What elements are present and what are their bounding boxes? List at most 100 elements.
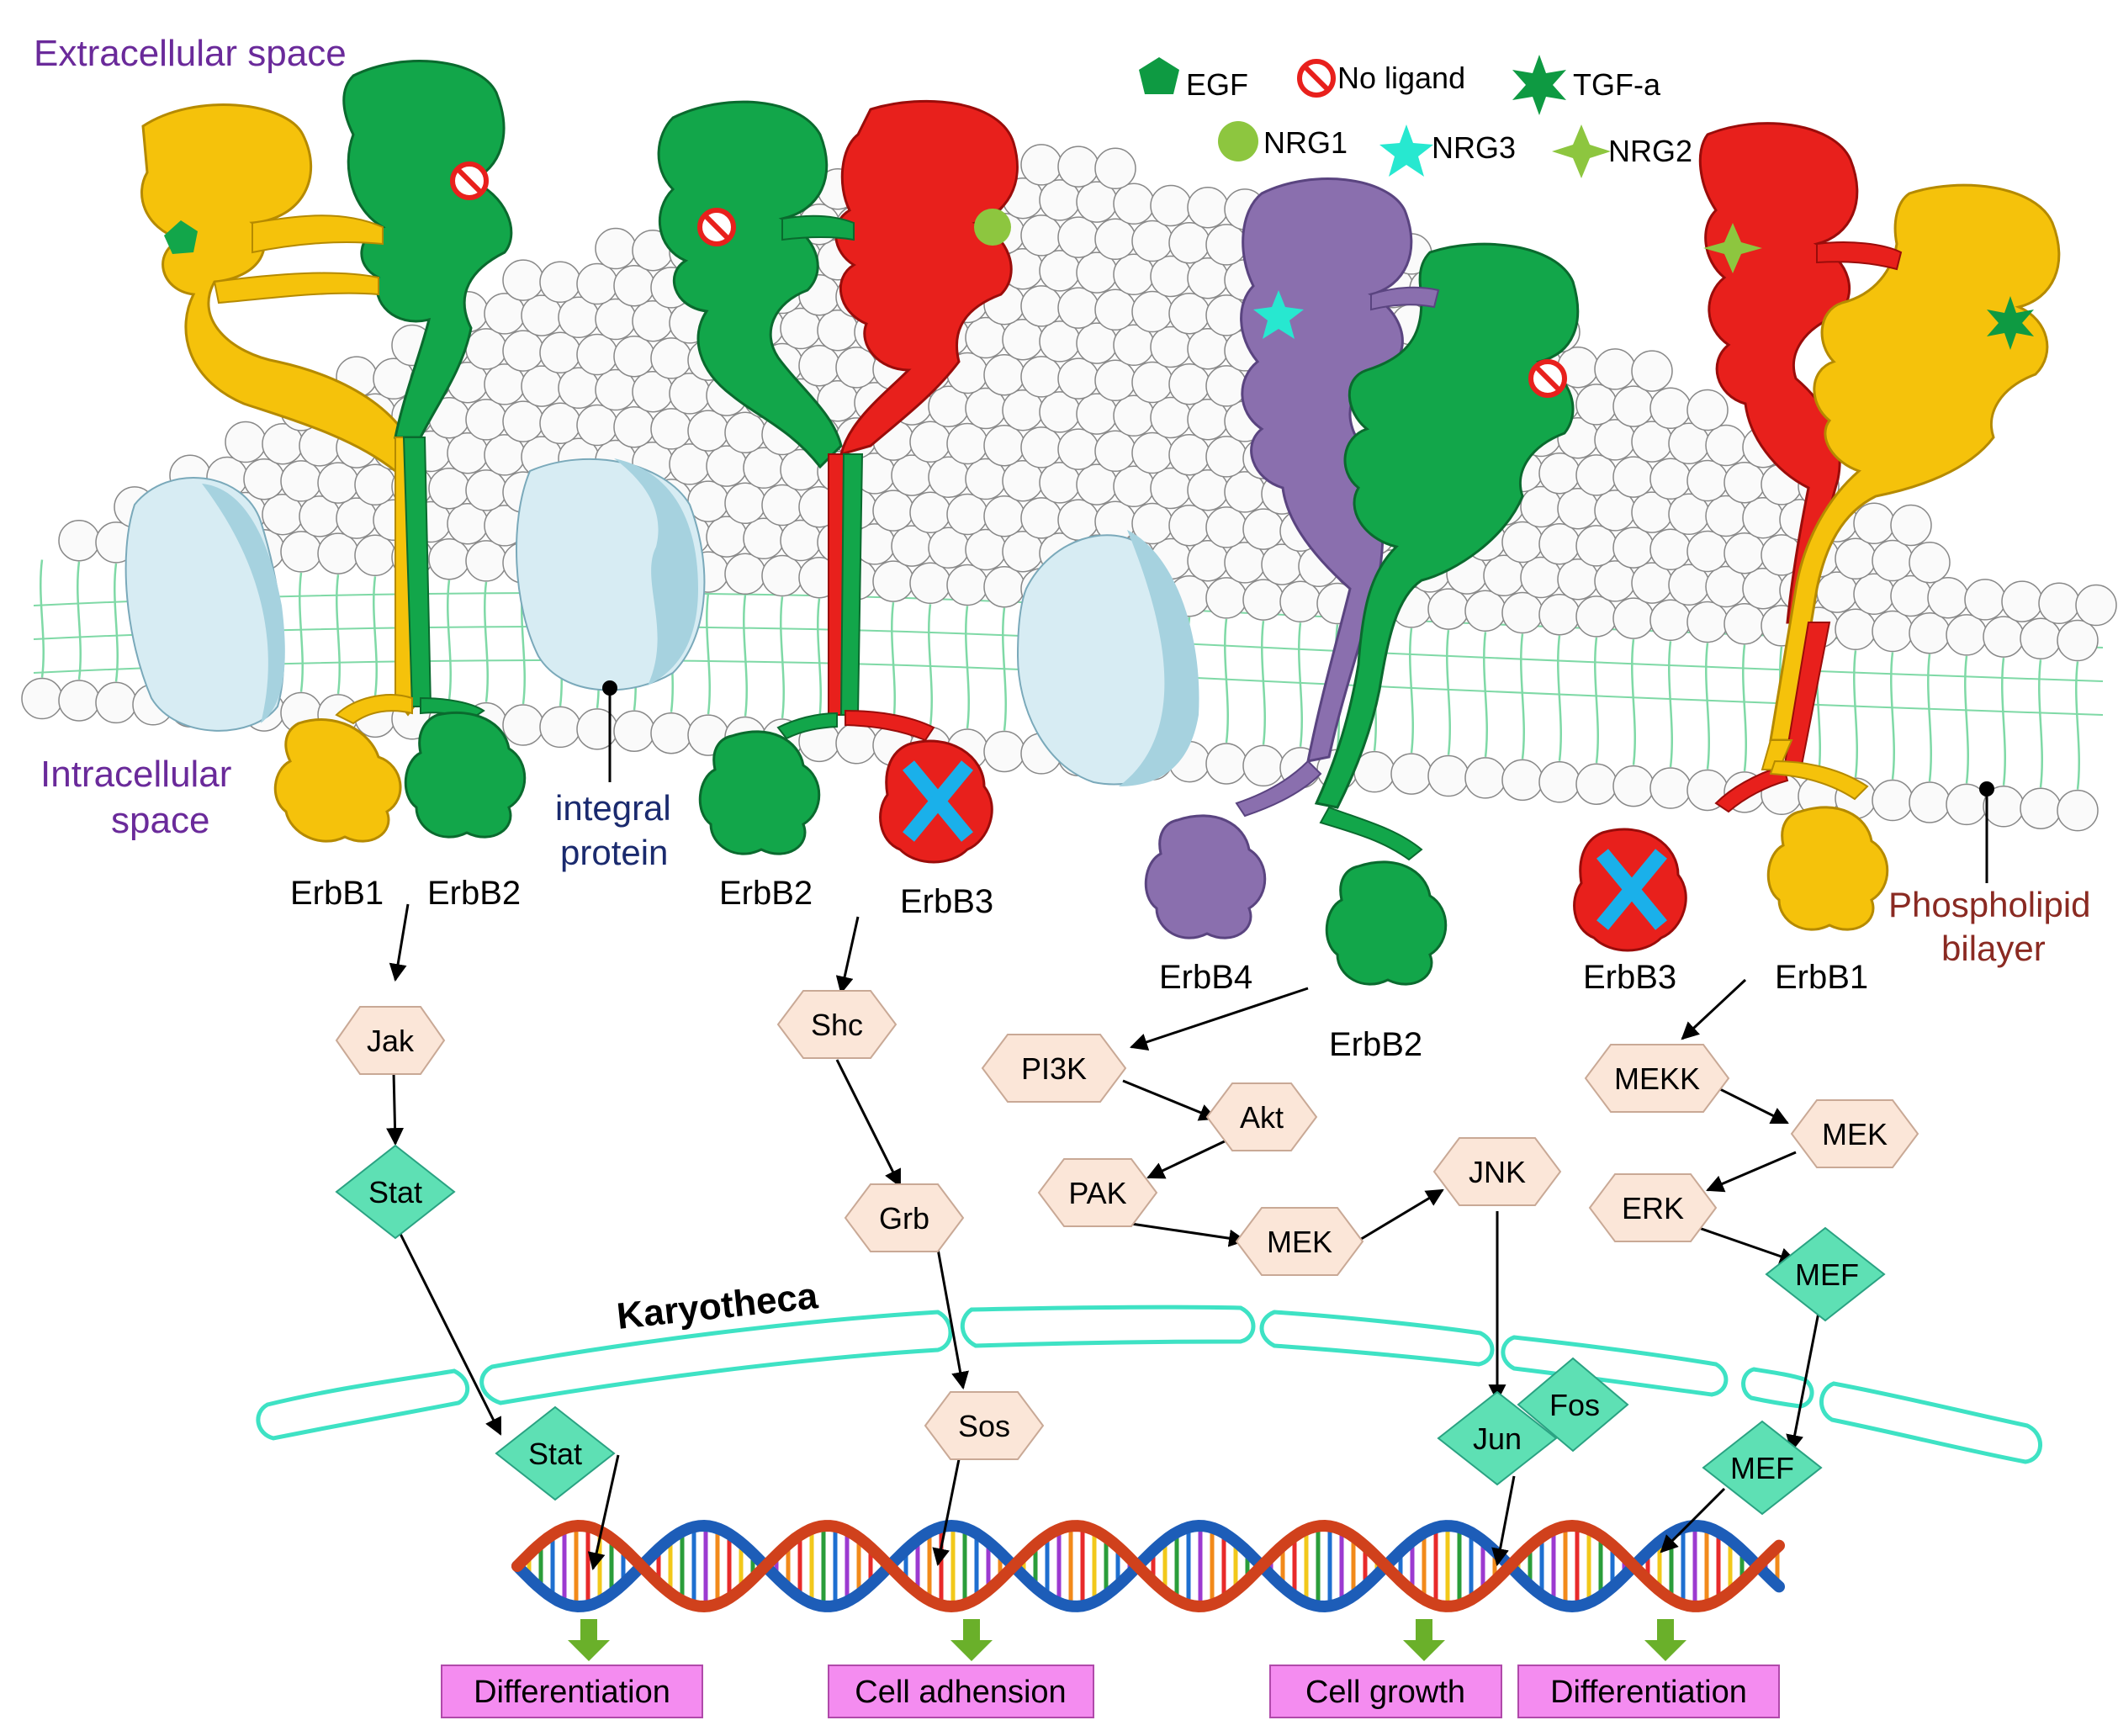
svg-text:Jak: Jak <box>367 1024 415 1058</box>
nrg3-ligand <box>1253 290 1304 339</box>
node-mef-cytoplasm: MEF <box>1765 1226 1886 1322</box>
nuclear-envelope-segment-1 <box>256 1368 470 1441</box>
lipid-head <box>1242 508 1284 550</box>
lipid-tail <box>1853 650 1858 778</box>
lipid-head <box>1649 599 1692 642</box>
arrow-shc-to-grb <box>835 1059 902 1188</box>
lipid-head <box>983 565 1025 608</box>
lipid-head <box>539 331 581 374</box>
legend-item-nrg2: NRG2 <box>1552 124 1692 178</box>
lipid-tail <box>1409 627 1414 754</box>
arrow-receptor3-to-pi3k <box>1130 987 1309 1051</box>
arrow-erk-to-mef <box>1698 1226 1798 1265</box>
receptor-erbb4-erbb2 <box>1144 177 1580 986</box>
lipid-head <box>1649 528 1692 571</box>
lipid-tail <box>114 563 119 682</box>
lipid-tail <box>780 596 785 719</box>
lipid-tail <box>1298 622 1303 747</box>
arrow-stat-to-dna <box>587 1454 620 1571</box>
lipid-head <box>1020 285 1062 327</box>
lipid-head <box>724 482 766 525</box>
lipid-head <box>872 560 914 602</box>
lipid-head <box>1464 757 1506 799</box>
lipid-head <box>613 335 655 378</box>
node-fos: Fos <box>1517 1357 1629 1453</box>
lipid-tail <box>743 595 748 717</box>
lipid-head <box>1927 576 1969 619</box>
receptor-label-erbb4: ErbB4 <box>1159 959 1252 996</box>
svg-text:Cell adhension: Cell adhension <box>855 1675 1066 1710</box>
lipid-head <box>1390 753 1432 795</box>
lipid-head <box>761 484 803 527</box>
lipid-head <box>1686 459 1729 502</box>
intracellular-space-label-line2: space <box>111 800 209 841</box>
lipid-head <box>1094 288 1136 331</box>
phospholipid-label-line2: bilayer <box>1941 929 2046 968</box>
lipid-head <box>1205 436 1247 478</box>
svg-text:Cell growth: Cell growth <box>1305 1675 1465 1710</box>
lipid-head <box>1205 577 1247 619</box>
lipid-head <box>465 469 507 511</box>
lipid-head <box>1964 579 2006 621</box>
lipid-head <box>1205 224 1247 266</box>
nrg1-icon <box>1218 121 1258 161</box>
down-arrow-icon-1 <box>568 1619 610 1661</box>
lipid-head <box>539 261 581 304</box>
lipid-head <box>465 540 507 582</box>
arrow-mek-to-erk <box>1706 1151 1797 1193</box>
lipid-head <box>1538 761 1581 803</box>
node-grb: Grb <box>844 1183 965 1252</box>
lipid-head <box>1649 458 1692 500</box>
legend-label-nrg1: NRG1 <box>1263 125 1348 160</box>
node-sos: Sos <box>924 1391 1045 1460</box>
nuclear-envelope-segment-3 <box>960 1305 1256 1348</box>
erbb3-extracellular <box>834 99 1019 457</box>
node-pak: PAK <box>1037 1158 1158 1227</box>
receptor-erbb3-erbb1 <box>1573 122 2061 952</box>
lipid-tail <box>1483 632 1488 758</box>
svg-text:Sos: Sos <box>958 1409 1010 1443</box>
lipid-head <box>909 421 951 463</box>
lipid-head <box>983 730 1025 773</box>
outcome-cell-growth: Cell growth <box>1269 1665 1502 1718</box>
lipid-head <box>1020 214 1062 257</box>
legend: EGF No ligand TGF-a NRG1 NRG3 NRG2 <box>1139 55 1692 178</box>
outcomes: Differentiation Cell adhension Cell grow… <box>441 1665 1780 1718</box>
lipid-head <box>1131 361 1173 404</box>
receptor-label-erbb2-c: ErbB2 <box>1329 1026 1422 1063</box>
receptor-label-erbb3-b: ErbB3 <box>1583 959 1676 996</box>
erbb1-extracellular <box>140 103 414 474</box>
no-ligand-icon-1 <box>450 161 489 200</box>
lipid-head <box>1168 221 1210 264</box>
lipid-head <box>613 264 655 307</box>
node-shc: Shc <box>776 990 898 1059</box>
lipid-head <box>1168 292 1210 335</box>
lipid-head <box>21 677 63 720</box>
lipid-tail <box>706 592 711 715</box>
nrg3-icon <box>1379 124 1433 177</box>
lipid-head <box>909 491 951 534</box>
node-mekk: MEKK <box>1584 1044 1730 1113</box>
lipid-head <box>1686 389 1729 431</box>
lipid-head <box>465 399 507 441</box>
lipid-head <box>317 462 359 504</box>
lipid-head <box>1057 357 1099 400</box>
lipid-head <box>1131 290 1173 333</box>
lipid-head <box>428 537 470 580</box>
lipid-head <box>1612 527 1655 569</box>
node-jnk: JNK <box>1432 1137 1562 1206</box>
down-arrow-icon-4 <box>1644 1619 1686 1661</box>
lipid-tail <box>1964 655 1969 784</box>
egf-icon <box>1139 57 1179 94</box>
integral-protein-callout: integral protein <box>555 680 671 872</box>
lipid-tail <box>1224 618 1229 744</box>
lipid-head <box>1612 765 1655 807</box>
lipid-tail <box>1705 643 1710 770</box>
node-stat-cytoplasm: Stat <box>335 1144 456 1240</box>
node-mef-nucleus: MEF <box>1702 1420 1823 1516</box>
integral-protein-3 <box>1016 530 1199 786</box>
legend-label-nrg2: NRG2 <box>1608 134 1692 168</box>
no-ligand-icon-3 <box>1528 359 1567 398</box>
receptor-label-erbb1-a: ErbB1 <box>290 875 384 912</box>
